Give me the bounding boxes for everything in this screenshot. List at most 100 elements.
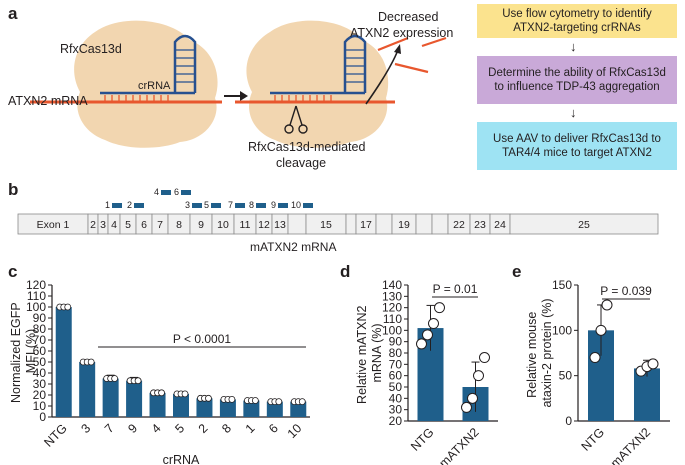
- guide-mark: [112, 203, 122, 208]
- y-tick-label: 50: [559, 369, 573, 383]
- y-tick-label: 100: [552, 323, 572, 337]
- y-tick-label: 90: [33, 311, 47, 325]
- x-tick-label: NTG: [41, 421, 70, 450]
- y-tick-label: 100: [382, 323, 402, 337]
- bar: [126, 380, 143, 417]
- guide-mark: [256, 203, 266, 208]
- x-tick-label: 3: [78, 421, 93, 436]
- data-point: [134, 377, 142, 385]
- bar: [149, 392, 166, 417]
- outcome-label-line1: Decreased: [378, 10, 439, 24]
- data-point: [228, 395, 236, 403]
- exon-label: 23: [474, 219, 486, 231]
- data-point: [416, 338, 427, 350]
- guide-label: 3: [185, 200, 190, 210]
- cleavage-label-line2: cleavage: [276, 156, 327, 170]
- flow-step-1: Use flow cytometry to identify ATXN2-tar…: [477, 4, 677, 38]
- guide-label: 7: [228, 200, 233, 210]
- y-tick-label: 100: [26, 300, 46, 314]
- bar: [219, 399, 236, 417]
- panel-letter-b: b: [8, 180, 19, 199]
- data-point: [647, 358, 659, 370]
- y-tick-label: 150: [552, 278, 572, 292]
- data-point: [595, 324, 607, 336]
- guide-mark: [134, 203, 144, 208]
- rfxcas13d-enzyme-shape-2: [246, 20, 389, 148]
- bar: [634, 368, 660, 421]
- bar: [196, 398, 213, 417]
- rfxcas13d-enzyme-shape: [74, 20, 218, 148]
- data-point: [461, 401, 472, 413]
- exon-label: 24: [494, 219, 506, 231]
- y-tick-label: 30: [389, 403, 403, 417]
- y-tick-label: 90: [389, 335, 403, 349]
- data-point: [87, 358, 95, 366]
- x-tick-label: 10: [285, 421, 305, 441]
- x-tick-label: mATXN2: [437, 425, 482, 465]
- bar: [243, 400, 260, 417]
- scissors-icon: [284, 105, 308, 134]
- x-axis-label: crRNA: [163, 453, 200, 465]
- y-tick-label: 60: [33, 344, 47, 358]
- data-point: [601, 299, 613, 311]
- y-tick-label: 110: [27, 289, 46, 303]
- exon-label: 2: [90, 219, 96, 231]
- bar: [266, 401, 283, 417]
- bar: [79, 362, 96, 417]
- guide-mark: [235, 203, 245, 208]
- y-tick-label: 140: [382, 278, 402, 292]
- y-tick-label: 30: [33, 377, 47, 391]
- y-tick-label: 70: [389, 357, 403, 371]
- exon-label: 9: [198, 219, 204, 231]
- y-tick-label: 70: [33, 333, 47, 347]
- y-tick-label: 120: [26, 278, 46, 292]
- x-tick-label: 2: [196, 421, 211, 436]
- guide-mark: [161, 190, 171, 195]
- y-tick-label: 40: [33, 366, 47, 380]
- data-point: [181, 390, 189, 398]
- data-point: [251, 397, 259, 404]
- data-point: [434, 302, 445, 314]
- y-axis-label: Normalized EGFP MFI (%): [9, 299, 38, 403]
- exon-label: Exon 1: [37, 219, 70, 231]
- guide-label: 6: [174, 187, 179, 197]
- x-tick-label: 7: [102, 421, 117, 436]
- enzyme-label: RfxCas13d: [60, 42, 122, 56]
- x-tick-label: 6: [266, 421, 281, 436]
- exon-label: 22: [453, 219, 465, 231]
- crrna-label: crRNA: [138, 80, 171, 92]
- mrna-caption: mATXN2 mRNA: [250, 240, 337, 254]
- y-tick-label: 130: [382, 289, 402, 303]
- x-tick-label: 1: [243, 421, 258, 436]
- y-tick-label: 0: [565, 414, 572, 428]
- exon-label: 8: [176, 219, 182, 231]
- panel-letter-a: a: [8, 4, 18, 23]
- guide-label: 4: [154, 187, 159, 197]
- y-tick-label: 80: [389, 346, 403, 360]
- bar: [290, 401, 307, 417]
- y-tick-label: 40: [389, 391, 403, 405]
- x-tick-label: 8: [219, 421, 234, 436]
- cleaved-rna-fragments: [377, 36, 447, 74]
- data-point: [275, 398, 283, 406]
- x-tick-label: 5: [172, 421, 187, 436]
- guide-label: 5: [204, 200, 209, 210]
- exon-label: 10: [217, 219, 229, 231]
- x-tick-label: mATXN2: [608, 425, 653, 465]
- exon-box: [415, 213, 433, 235]
- panel-letter-e: e: [512, 262, 522, 281]
- exon-label: 3: [100, 219, 106, 231]
- p-value-label: P < 0.0001: [173, 332, 231, 346]
- guide-mark: [303, 203, 313, 208]
- guide-mark: [181, 190, 191, 195]
- mrna-label: ATXN2 mRNA: [8, 94, 88, 108]
- exon-label: 6: [141, 219, 147, 231]
- y-tick-label: 50: [33, 355, 47, 369]
- data-point: [467, 392, 478, 404]
- y-tick-label: 120: [382, 301, 402, 315]
- down-arrow-icon: ↓: [570, 105, 577, 120]
- x-tick-label: 4: [149, 421, 164, 436]
- exon-label: 15: [320, 219, 332, 231]
- exon-label: 4: [111, 219, 117, 231]
